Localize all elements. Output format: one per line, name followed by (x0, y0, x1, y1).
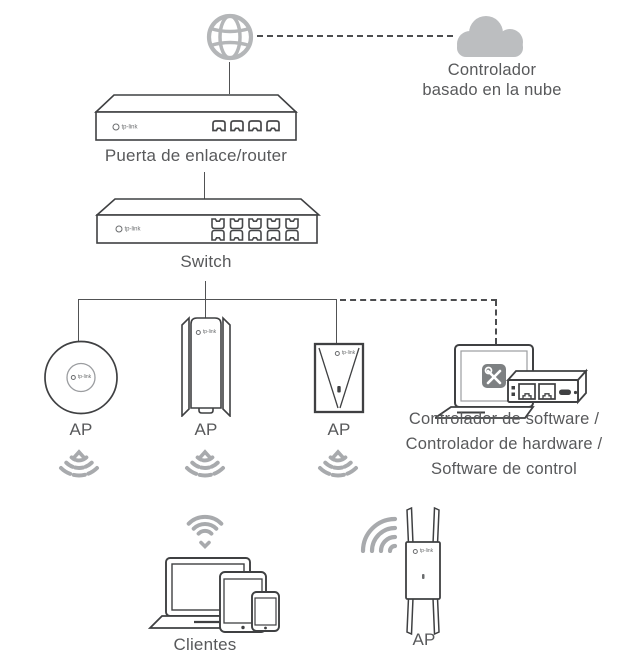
internet-globe-icon (206, 13, 254, 61)
switch-label: Switch (180, 252, 232, 271)
tools-icon (482, 364, 506, 388)
ap3-brand-logo: tp-link (334, 350, 355, 356)
link-gateway-switch (204, 172, 205, 200)
extender-wifi-icon (360, 516, 398, 553)
ap2-brand-logo: tp-link (195, 329, 216, 335)
ethernet-port-icon (538, 383, 556, 400)
cloud-controller-label-line2: basado en la nube (422, 81, 562, 99)
trunk-line (78, 299, 337, 300)
gateway-router-device (94, 94, 298, 141)
link-trunk-ap3 (336, 300, 337, 345)
tp-link-logo-icon (112, 123, 120, 131)
extender-ap-device (405, 506, 441, 636)
controller-label-line2: Controlador de hardware / (405, 435, 603, 453)
ap1-brand-logo: tp-link (70, 374, 91, 380)
antenna (406, 597, 414, 636)
antenna (406, 506, 414, 545)
clients-label: Clientes (173, 635, 237, 654)
tp-link-logo-icon (412, 548, 418, 554)
link-trunk-controller-h (340, 299, 497, 301)
usb-port-icon (559, 389, 571, 395)
tp-link-logo-icon (195, 329, 201, 335)
ap1-label: AP (69, 420, 93, 439)
controller-label-line3: Software de control (431, 460, 577, 478)
hardware-controller-box (505, 368, 589, 405)
ap3-wifi-signal-icon (318, 449, 358, 478)
gateway-brand-logo: tp-link (112, 123, 138, 131)
switch-brand-logo: tp-link (115, 225, 141, 233)
gateway-label: Puerta de enlace/router (104, 146, 288, 165)
link-trunk-ap1 (78, 300, 79, 342)
antenna (432, 597, 440, 636)
ap3-label: AP (327, 420, 351, 439)
tp-link-logo-icon (115, 225, 123, 233)
extender-label: AP (412, 630, 436, 649)
outdoor-ap-device (181, 316, 231, 417)
cloud-controller-label-line1: Controlador (447, 61, 537, 79)
ethernet-port-icon (518, 383, 536, 400)
cloud-icon (457, 16, 523, 57)
ap2-label: AP (194, 420, 218, 439)
link-internet-gateway (229, 62, 230, 94)
client-phone (251, 591, 280, 632)
client-devices (148, 557, 280, 633)
extender-brand-logo: tp-link (412, 548, 433, 554)
controller-label-line1: Controlador de software / (408, 410, 600, 428)
link-internet-cloud (257, 35, 453, 37)
antenna (432, 506, 440, 545)
clients-wifi-icon (186, 514, 224, 550)
ap1-wifi-signal-icon (59, 449, 99, 478)
link-trunk-controller-v (495, 300, 497, 344)
ceiling-ap-device (44, 340, 118, 415)
switch-device (95, 198, 321, 244)
tp-link-logo-icon (70, 374, 76, 380)
tp-link-logo-icon (334, 350, 340, 356)
ap2-wifi-signal-icon (185, 449, 225, 478)
controller-cluster (435, 344, 589, 419)
